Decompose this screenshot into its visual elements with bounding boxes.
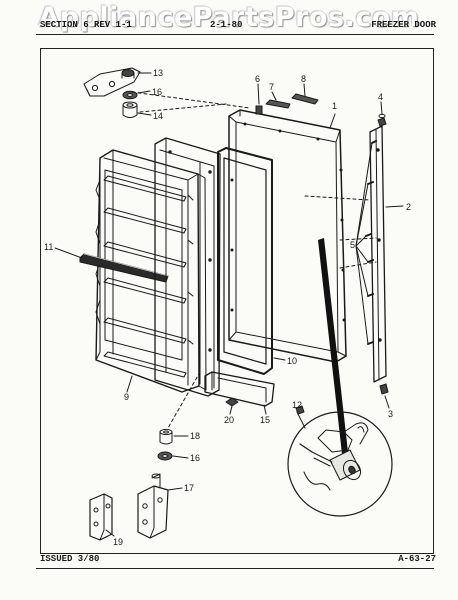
- callout-13: 13: [153, 68, 163, 78]
- door-outer-panel: [154, 137, 221, 397]
- watermark: AppliancePartsPros.com: [38, 1, 420, 33]
- callout-16-top: 16: [152, 87, 162, 97]
- top-cap-screw: [377, 113, 387, 127]
- bottom-screw: [379, 383, 389, 395]
- leader-15: [263, 404, 267, 415]
- diagram-frame: [40, 48, 434, 554]
- top-washer: [122, 90, 138, 100]
- leader-11: [54, 247, 83, 259]
- leader-8: [303, 83, 306, 97]
- door-stop: [265, 99, 291, 109]
- leader-17: [167, 487, 183, 491]
- shelf-retainer-bar: [79, 253, 169, 283]
- leader-9: [126, 375, 133, 393]
- callout-1: 1: [332, 101, 337, 111]
- hinge-bracket: [89, 493, 113, 541]
- leader-3: [384, 395, 390, 409]
- header-rule: [36, 34, 434, 35]
- door-side-rail: [369, 125, 387, 383]
- door-inner-panel: [95, 149, 207, 393]
- callout-12: 12: [292, 400, 302, 410]
- leader-7: [271, 91, 277, 101]
- latch-detail-circle: [287, 405, 393, 517]
- leader-16-bottom: [172, 455, 189, 459]
- callout-16-bottom: 16: [190, 453, 200, 463]
- callout-17: 17: [184, 483, 194, 493]
- leader-2: [385, 205, 404, 208]
- callout-20: 20: [224, 415, 234, 425]
- bottom-bushing: [159, 428, 173, 445]
- bottom-door-rail: [204, 371, 275, 407]
- footer-rule: [36, 568, 434, 569]
- leader-20: [229, 405, 233, 415]
- leader-6: [257, 83, 260, 105]
- leader-4: [380, 101, 383, 115]
- header-section-label: SECTION 6 REV 1-1: [40, 20, 132, 30]
- callout-18: 18: [190, 431, 200, 441]
- callout-8: 8: [301, 74, 306, 84]
- header-title: FREEZER DOOR: [371, 20, 436, 30]
- top-bushing: [122, 101, 138, 118]
- latch-pointer: [318, 238, 348, 454]
- callout-3: 3: [388, 409, 393, 419]
- callout-14: 14: [153, 111, 163, 121]
- callout-15: 15: [260, 415, 270, 425]
- callout-10: 10: [287, 356, 297, 366]
- header-date: 2-1-80: [210, 20, 243, 30]
- callout-11: 11: [44, 242, 53, 252]
- callout-5: 5: [350, 240, 355, 250]
- door-liner-frame: [228, 109, 347, 363]
- callout-9: 9: [124, 392, 129, 402]
- leader-14: [137, 112, 152, 116]
- leader-19: [105, 529, 115, 537]
- callout-2: 2: [406, 202, 411, 212]
- spacer-bar: [291, 93, 319, 105]
- mounting-screws: [355, 140, 377, 345]
- callout-labels: 1 2 3 4 5 6 7 8 9 10 11 12 13 14 15 16 1…: [44, 68, 411, 547]
- alignment-lines: [131, 91, 377, 429]
- callout-6: 6: [255, 74, 260, 84]
- bottom-insert: [225, 397, 239, 407]
- issued-date: ISSUED 3/80: [40, 554, 100, 564]
- door-gasket: [217, 147, 273, 375]
- callout-19: 19: [113, 537, 123, 547]
- bottom-washer: [157, 451, 173, 461]
- callout-4: 4: [378, 92, 383, 102]
- top-hinge-plate: [83, 67, 141, 97]
- leader-12: [296, 411, 306, 429]
- top-clip: [255, 105, 263, 115]
- leader-10: [273, 357, 286, 361]
- diagram-code: A-63-27: [398, 554, 436, 564]
- bottom-hinge: [137, 473, 169, 539]
- leader-1: [329, 113, 336, 129]
- callout-7: 7: [269, 82, 274, 92]
